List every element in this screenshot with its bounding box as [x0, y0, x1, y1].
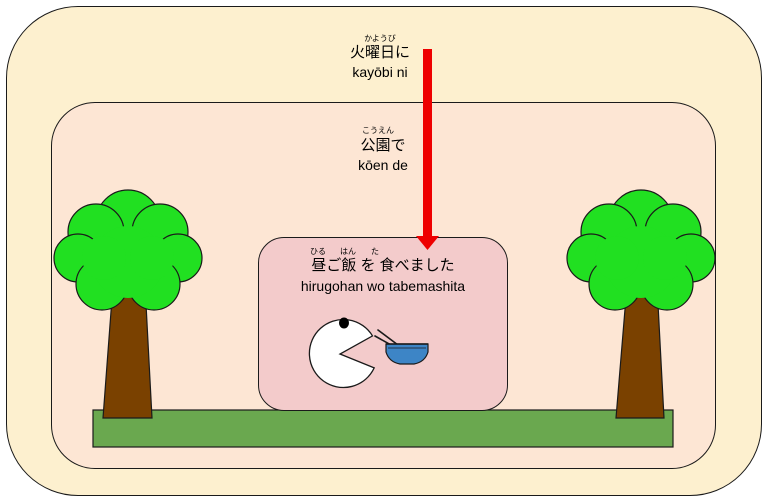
action-romaji: hirugohan wo tabemashita: [300, 278, 466, 294]
arrow-icon: [416, 49, 439, 250]
place-furigana: こうえん: [362, 126, 394, 135]
place-japanese: 公園で: [360, 137, 406, 154]
tree-icon: [566, 189, 716, 419]
tree-foliage: [53, 189, 203, 311]
pacman-icon: [308, 317, 376, 389]
time-japanese: 火曜日に: [349, 44, 410, 61]
tree-icon: [53, 189, 203, 419]
place-romaji: kōen de: [358, 157, 408, 173]
action-furigana-ta: た: [371, 247, 379, 256]
action-furigana-han: はん: [340, 247, 356, 256]
time-furigana: かようび: [364, 34, 396, 43]
action-japanese: 昼ご飯 を 食べました: [311, 257, 455, 274]
tree-foliage: [566, 189, 716, 311]
rice-bowl-icon: [385, 343, 429, 365]
action-frame: [258, 237, 508, 411]
action-furigana-hiru: ひる: [310, 247, 326, 256]
time-romaji: kayōbi ni: [352, 64, 408, 80]
